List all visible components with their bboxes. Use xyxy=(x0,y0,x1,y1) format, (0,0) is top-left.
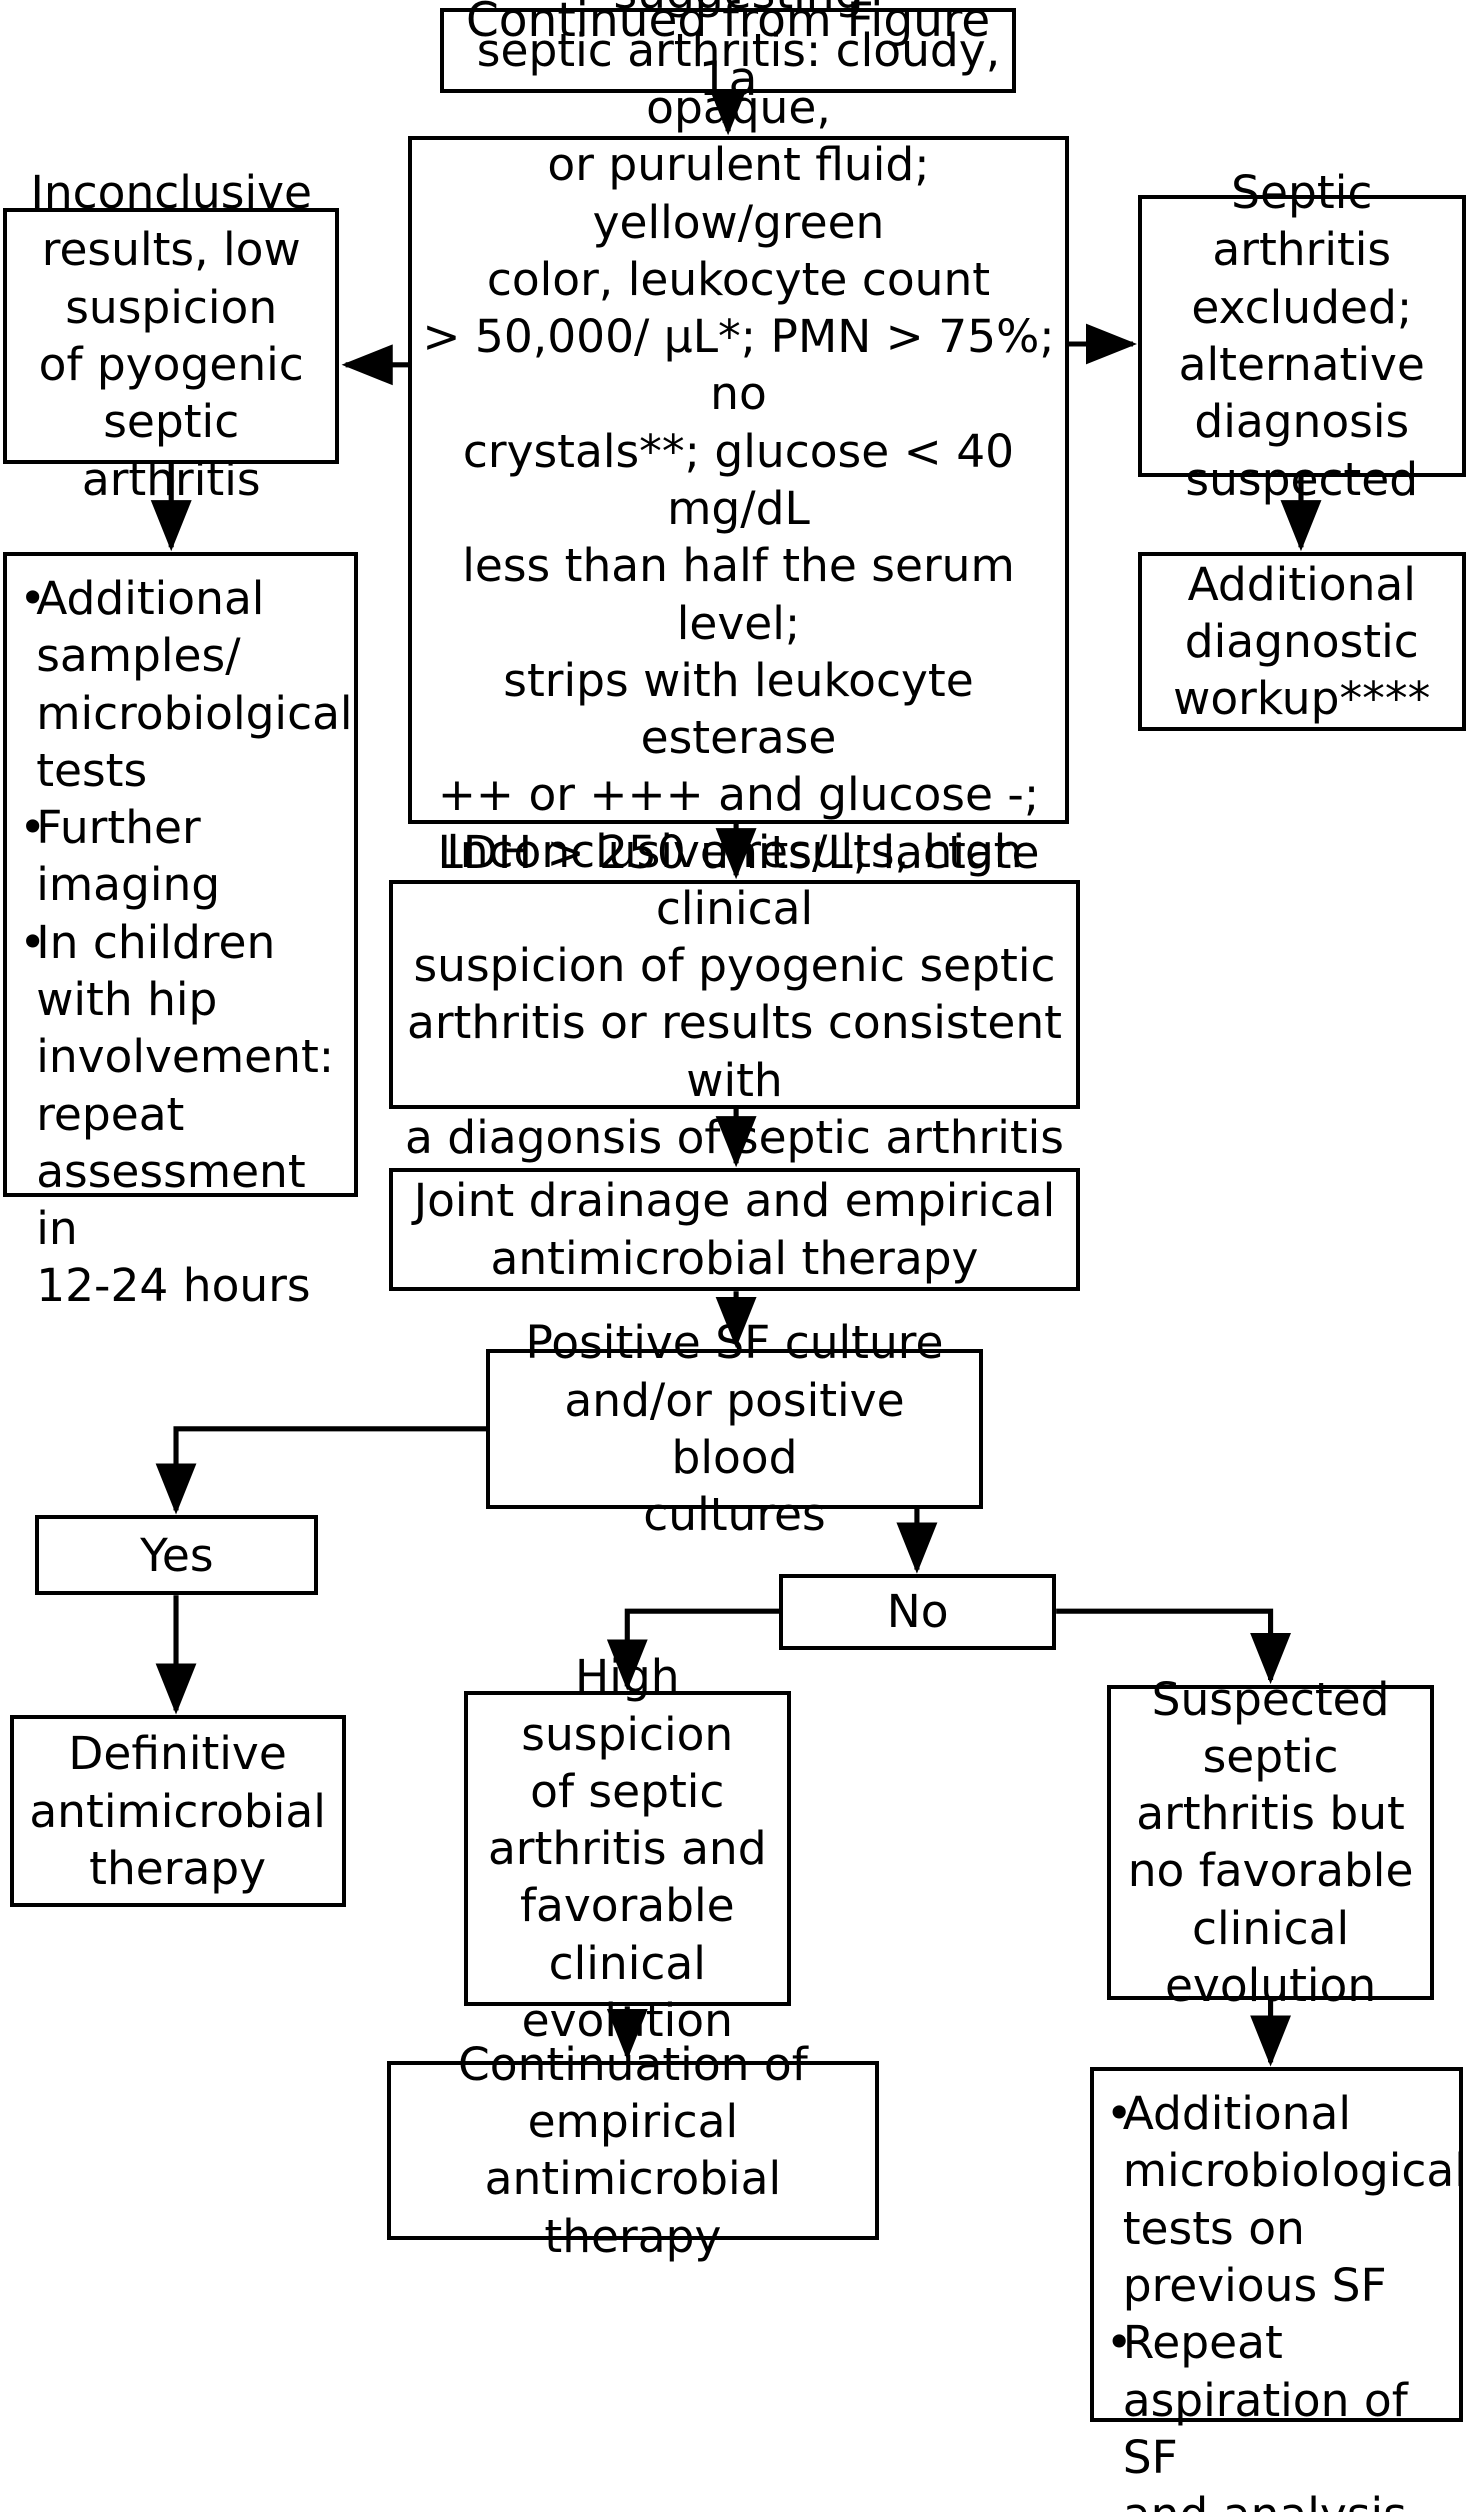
node-high-suspicion-favorable: High suspicion of septic arthritis and f… xyxy=(464,1650,791,2047)
node-branch-no: No xyxy=(779,1574,1057,1650)
bullet-item: •In children with hip involvement: repea… xyxy=(19,914,344,1315)
bullet-label: Additional microbiological tests on prev… xyxy=(1122,2087,1467,2313)
bullet-label: Additional samples/ microbiolgical tests xyxy=(36,572,353,797)
node-suspected-no-favorable: Suspected septic arthritis but no favora… xyxy=(1107,1673,1434,2012)
bullet-dot-icon: • xyxy=(19,915,47,969)
bullet-item: •Further imaging xyxy=(19,799,344,914)
bullet-dot-icon: • xyxy=(1105,2316,1133,2370)
bullet-label: In children with hip involvement: repeat… xyxy=(36,915,335,1313)
bullet-label: Repeat aspiration of SF and analysis xyxy=(1122,2316,1408,2512)
bullet-item: •Additional microbiological tests on pre… xyxy=(1105,2085,1467,2314)
node-further-tests-list: •Additional microbiological tests on pre… xyxy=(1089,2067,1467,2512)
node-joint-drainage: Joint drainage and empirical antimicrobi… xyxy=(388,1168,1081,1292)
node-septic-arthritis-excluded: Septic arthritis excluded; alternative d… xyxy=(1137,166,1466,506)
node-additional-diagnostic-workup: Additional diagnostic workup**** xyxy=(1137,552,1466,732)
node-positive-culture: Positive SF culture and/or positive bloo… xyxy=(486,1316,983,1541)
bullet-item: •Additional samples/ microbiolgical test… xyxy=(19,570,352,799)
bullet-dot-icon: • xyxy=(19,801,47,855)
bullet-item: •Repeat aspiration of SF and analysis xyxy=(1106,2314,1449,2512)
node-inconclusive-high-suspicion: Inconclusive results, high clinical susp… xyxy=(388,825,1081,1164)
bullet-dot-icon: • xyxy=(1105,2087,1133,2141)
node-definitive-therapy: Definitive antimicrobial therapy xyxy=(9,1715,346,1908)
node-immediate-results: Immediate results suggesting septic arth… xyxy=(408,0,1069,1051)
bullet-label: Further imaging xyxy=(36,801,221,912)
node-continuation-empirical: Continuation of empirical antimicrobial … xyxy=(387,2038,879,2263)
node-additional-tests-list: •Additional samples/ microbiolgical test… xyxy=(3,552,359,1312)
node-continued-from-figure: Continued from Figure 1a xyxy=(440,0,1017,107)
bullet-dot-icon: • xyxy=(19,572,47,625)
node-inconclusive-low-suspicion: Inconclusive results, low suspicion of p… xyxy=(3,166,340,506)
node-branch-yes: Yes xyxy=(35,1515,319,1596)
